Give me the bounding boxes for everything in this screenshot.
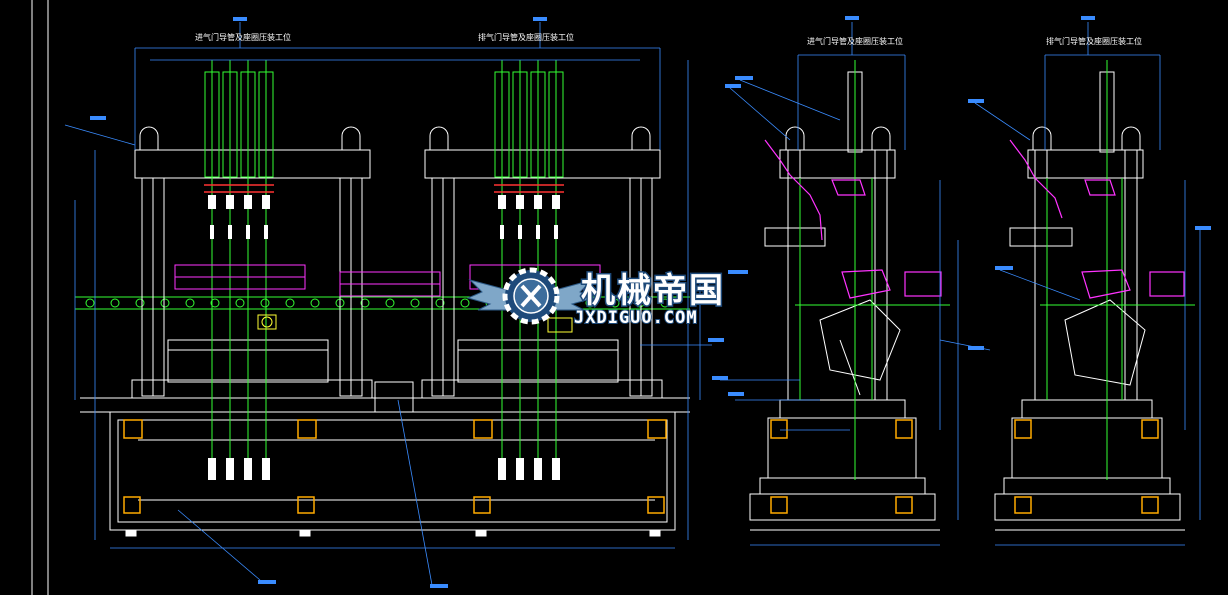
station-2-press xyxy=(339,60,663,480)
watermark-name-en: JXDIGUO.COM xyxy=(574,308,698,328)
station-1-cylinders xyxy=(204,60,274,480)
watermark-name-cn: 机械帝国 xyxy=(581,271,725,311)
drawing-frame xyxy=(31,0,33,595)
leveling-feet xyxy=(125,529,661,537)
watermark: 机械帝国 JXDIGUO.COM xyxy=(466,267,725,329)
side-view-intake-station xyxy=(712,16,991,546)
front-view-callout-tags xyxy=(90,17,724,588)
station-title-4: 排气门导管及座圈压装工位 xyxy=(1046,36,1142,46)
base-mount-pads xyxy=(123,419,667,514)
station-title-2: 排气门导管及座圈压装工位 xyxy=(478,32,574,42)
gear-wings-logo-icon xyxy=(466,267,596,325)
station-title-3: 进气门导管及座圈压装工位 xyxy=(807,36,903,46)
front-view-dimensions xyxy=(64,22,712,586)
station-2-cylinders xyxy=(494,60,564,480)
station-title-1: 进气门导管及座圈压装工位 xyxy=(195,32,291,42)
side-view-exhaust-station xyxy=(968,16,1211,546)
station-1-press xyxy=(131,60,373,480)
